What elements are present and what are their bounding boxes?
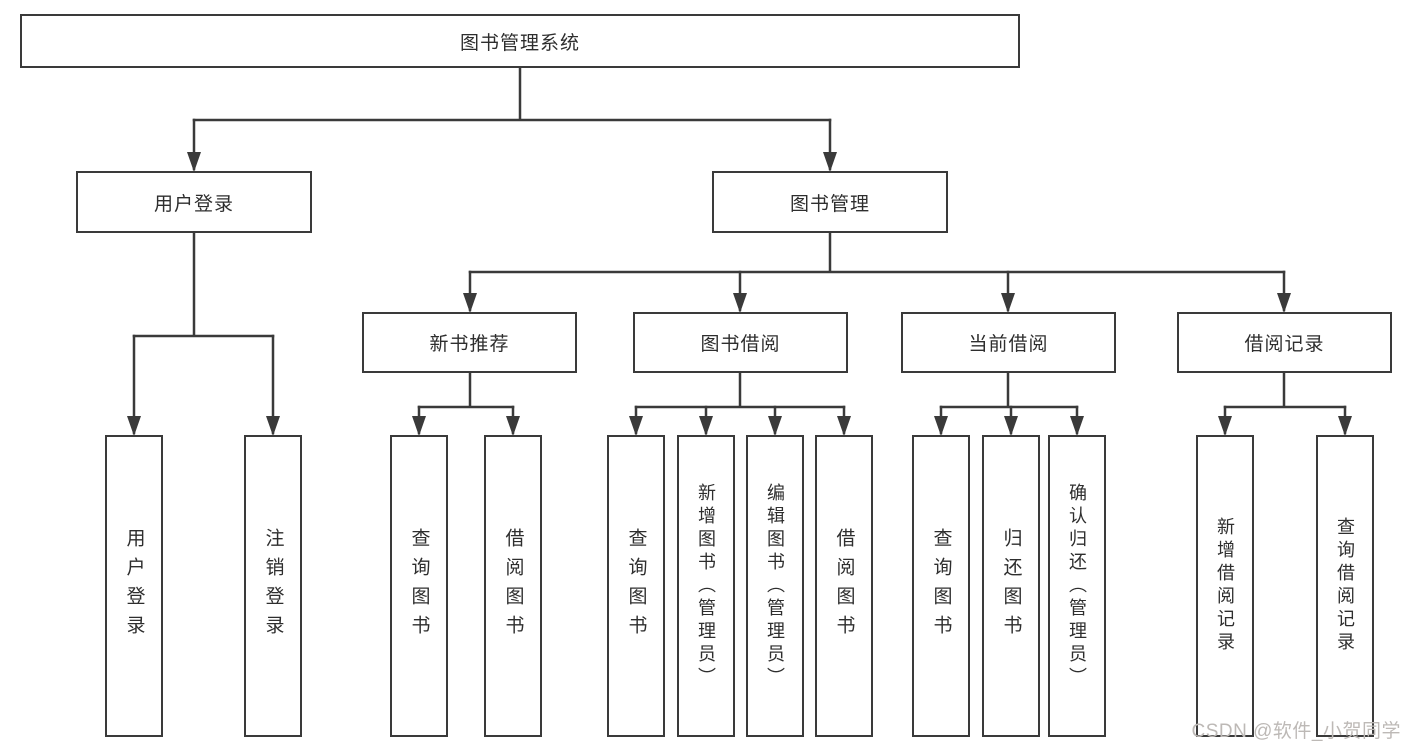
node-leaf-return-books: 归还图书 bbox=[982, 435, 1040, 737]
node-label: 编辑图书（管理员） bbox=[765, 482, 785, 690]
node-label: 查询借阅记录 bbox=[1335, 517, 1355, 655]
node-label: 图书管理 bbox=[789, 193, 870, 215]
node-new-book-recommend: 新书推荐 bbox=[362, 312, 577, 373]
node-label: 用户登录 bbox=[153, 193, 234, 215]
node-label: 图书借阅 bbox=[700, 334, 781, 355]
node-leaf-add-borrow-record: 新增借阅记录 bbox=[1196, 435, 1254, 737]
node-label: 新增图书（管理员） bbox=[696, 482, 716, 690]
node-label: 图书管理系统 bbox=[459, 32, 580, 54]
node-label: 确认归还（管理员） bbox=[1067, 482, 1087, 690]
node-leaf-query-books-borrow: 查询图书 bbox=[607, 435, 665, 737]
node-leaf-add-book-admin: 新增图书（管理员） bbox=[677, 435, 735, 737]
node-leaf-borrow-books: 借阅图书 bbox=[815, 435, 873, 737]
node-leaf-confirm-return-admin: 确认归还（管理员） bbox=[1048, 435, 1106, 737]
node-label: 借阅记录 bbox=[1244, 334, 1325, 355]
node-label: 查询图书 bbox=[625, 528, 647, 644]
node-label: 新书推荐 bbox=[429, 334, 510, 355]
node-book-management: 图书管理 bbox=[712, 171, 948, 233]
node-user-login: 用户登录 bbox=[76, 171, 312, 233]
node-label: 当前借阅 bbox=[968, 334, 1049, 355]
csdn-watermark: CSDN @软件_小贺同学 bbox=[1191, 721, 1401, 742]
node-label: 查询图书 bbox=[408, 528, 430, 644]
node-leaf-edit-book-admin: 编辑图书（管理员） bbox=[746, 435, 804, 737]
node-label: 新增借阅记录 bbox=[1215, 517, 1235, 655]
node-label: 注销登录 bbox=[262, 528, 284, 644]
node-leaf-user-login: 用户登录 bbox=[105, 435, 163, 737]
node-current-borrow: 当前借阅 bbox=[901, 312, 1116, 373]
node-book-management-system: 图书管理系统 bbox=[20, 14, 1020, 68]
node-borrow-records: 借阅记录 bbox=[1177, 312, 1392, 373]
node-label: 用户登录 bbox=[123, 528, 145, 644]
node-label: 查询图书 bbox=[930, 528, 952, 644]
node-label: 归还图书 bbox=[1000, 528, 1022, 644]
node-leaf-query-books-current: 查询图书 bbox=[912, 435, 970, 737]
node-book-borrow: 图书借阅 bbox=[633, 312, 848, 373]
node-leaf-query-borrow-record: 查询借阅记录 bbox=[1316, 435, 1374, 737]
node-label: 借阅图书 bbox=[502, 528, 524, 644]
node-leaf-borrow-books-recommend: 借阅图书 bbox=[484, 435, 542, 737]
node-label: 借阅图书 bbox=[833, 528, 855, 644]
node-leaf-logout: 注销登录 bbox=[244, 435, 302, 737]
node-leaf-query-books-recommend: 查询图书 bbox=[390, 435, 448, 737]
